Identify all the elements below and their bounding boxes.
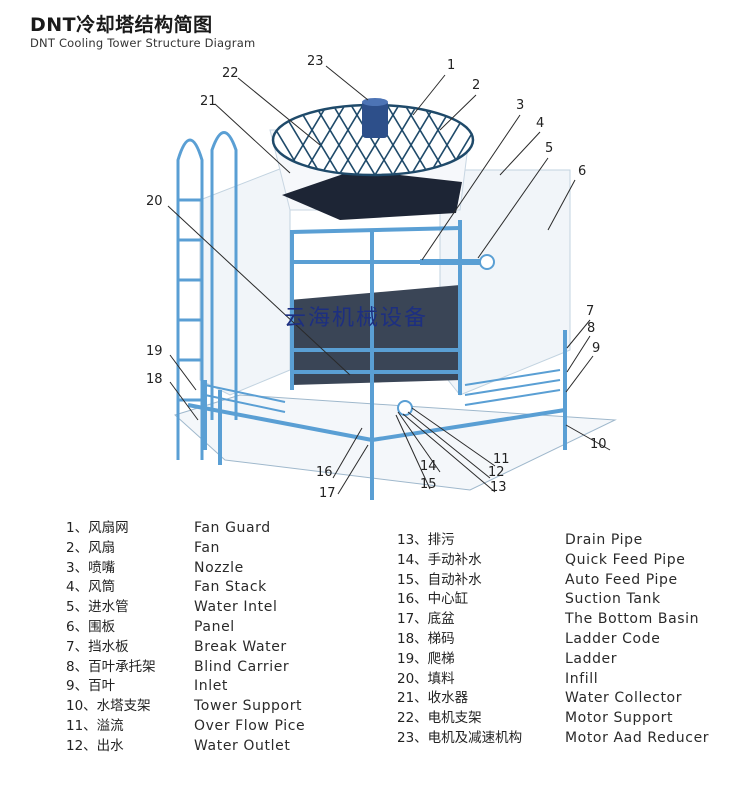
callout-label-10: 10 [590,437,607,452]
ladder [176,131,238,460]
callout-label-2: 2 [472,78,481,93]
legend-en-label: Water Intel [194,599,278,616]
legend-en-label: Water Collector [565,690,683,707]
callout-label-3: 3 [516,98,525,113]
legend-cn-label: 22、电机支架 [397,710,482,727]
callout-label-19: 19 [146,344,163,359]
legend-en-label: Break Water [194,638,287,655]
side-panel-left [199,164,291,396]
legend-en-label: The Bottom Basin [565,611,700,628]
callout-label-20: 20 [146,194,163,209]
legend-en-label: Infill [565,670,599,687]
callout-label-14: 14 [420,459,437,474]
legend-cn-label: 23、电机及减速机构 [397,730,523,746]
legend-en-label: Auto Feed Pipe [565,571,678,588]
legend-en-label: Drain Pipe [565,532,643,548]
inlet-louvers [204,369,561,413]
legend-cn-label: 15、自动补水 [397,571,482,588]
callout-label-7: 7 [586,304,595,319]
callout-label-13: 13 [490,480,507,495]
bottom-basin-shape [174,394,617,491]
legend-en-label: Nozzle [194,559,244,576]
legend-cn-label: 14、手动补水 [397,551,482,568]
legend-cn-label: 4、风筒 [66,579,116,596]
infill-block [290,285,462,385]
callout-label-6: 6 [578,164,587,179]
legend-cn-label: 21、收水器 [397,690,469,707]
leader-lines [167,65,611,495]
legend-en-label: Tower Support [194,698,303,715]
legend-cn-label: 20、填料 [397,670,455,687]
legend-cn-label: 7、挡水板 [66,638,129,655]
legend-cn-label: 17、底盆 [397,611,455,628]
diagram-title-cn: DNT冷却塔结构简图 [30,14,213,36]
legend-en-label: Fan [194,539,221,556]
legend-en-label: Ladder Code [565,631,661,647]
legend-cn-label: 8、百叶承托架 [66,658,156,675]
legend-cn-label: 12、出水 [66,737,124,754]
callout-label-21: 21 [200,94,217,109]
callout-label-18: 18 [146,372,163,387]
motor-top [362,98,388,106]
legend-en-label: Over Flow Pice [194,718,306,734]
legend-cn-label: 5、进水管 [66,599,129,616]
legend-en-label: Suction Tank [565,591,661,608]
water-collector-block [282,170,462,220]
legend-en-label: Inlet [194,678,228,695]
legend-cn-label: 9、百叶 [66,678,116,695]
callout-label-23: 23 [307,54,324,69]
cooling-tower-diagram [167,65,617,500]
legend-en-label: Panel [194,619,235,635]
legend-cn-label: 3、喷嘴 [66,559,116,576]
legend-en-label: Quick Feed Pipe [565,551,686,568]
legend-en-label: Motor Aad Reducer [565,730,710,746]
legend-cn-label: 16、中心缸 [397,591,469,608]
legend-en-label: Ladder [565,650,618,667]
legend-cn-label: 19、爬梯 [397,650,455,667]
legend-cn-label: 13、排污 [397,532,455,548]
legend-en-label: Fan Guard [194,520,271,536]
callout-label-17: 17 [319,486,336,501]
callout-label-4: 4 [536,116,545,131]
legend-en-label: Water Outlet [194,737,291,754]
legend-en-label: Motor Support [565,710,674,727]
legend-cn-label: 6、围板 [66,619,116,635]
callout-label-12: 12 [488,465,505,480]
watermark-text: 云海机械设备 [284,306,429,331]
water-inlet-pipe-end [479,254,495,270]
legend-en-label: Fan Stack [194,579,267,596]
callout-label-1: 1 [447,58,456,73]
motor-body [362,100,388,138]
callout-label-8: 8 [587,321,596,336]
legend-en-label: Blind Carrier [194,658,290,675]
legend-cn-label: 10、水塔支架 [66,698,151,715]
legend-cn-label: 11、溢流 [66,718,124,734]
legend-cn-label: 1、风扇网 [66,520,129,536]
legend-cn-label: 18、梯码 [397,631,455,647]
callout-label-22: 22 [222,66,239,81]
callout-label-11: 11 [493,452,510,467]
callout-label-16: 16 [316,465,333,480]
callout-label-15: 15 [420,477,437,492]
callout-label-9: 9 [592,341,601,356]
callout-label-5: 5 [545,141,554,156]
tower-frame [187,220,567,500]
diagram-title-en: DNT Cooling Tower Structure Diagram [30,36,256,50]
legend-cn-label: 2、风扇 [66,539,116,556]
